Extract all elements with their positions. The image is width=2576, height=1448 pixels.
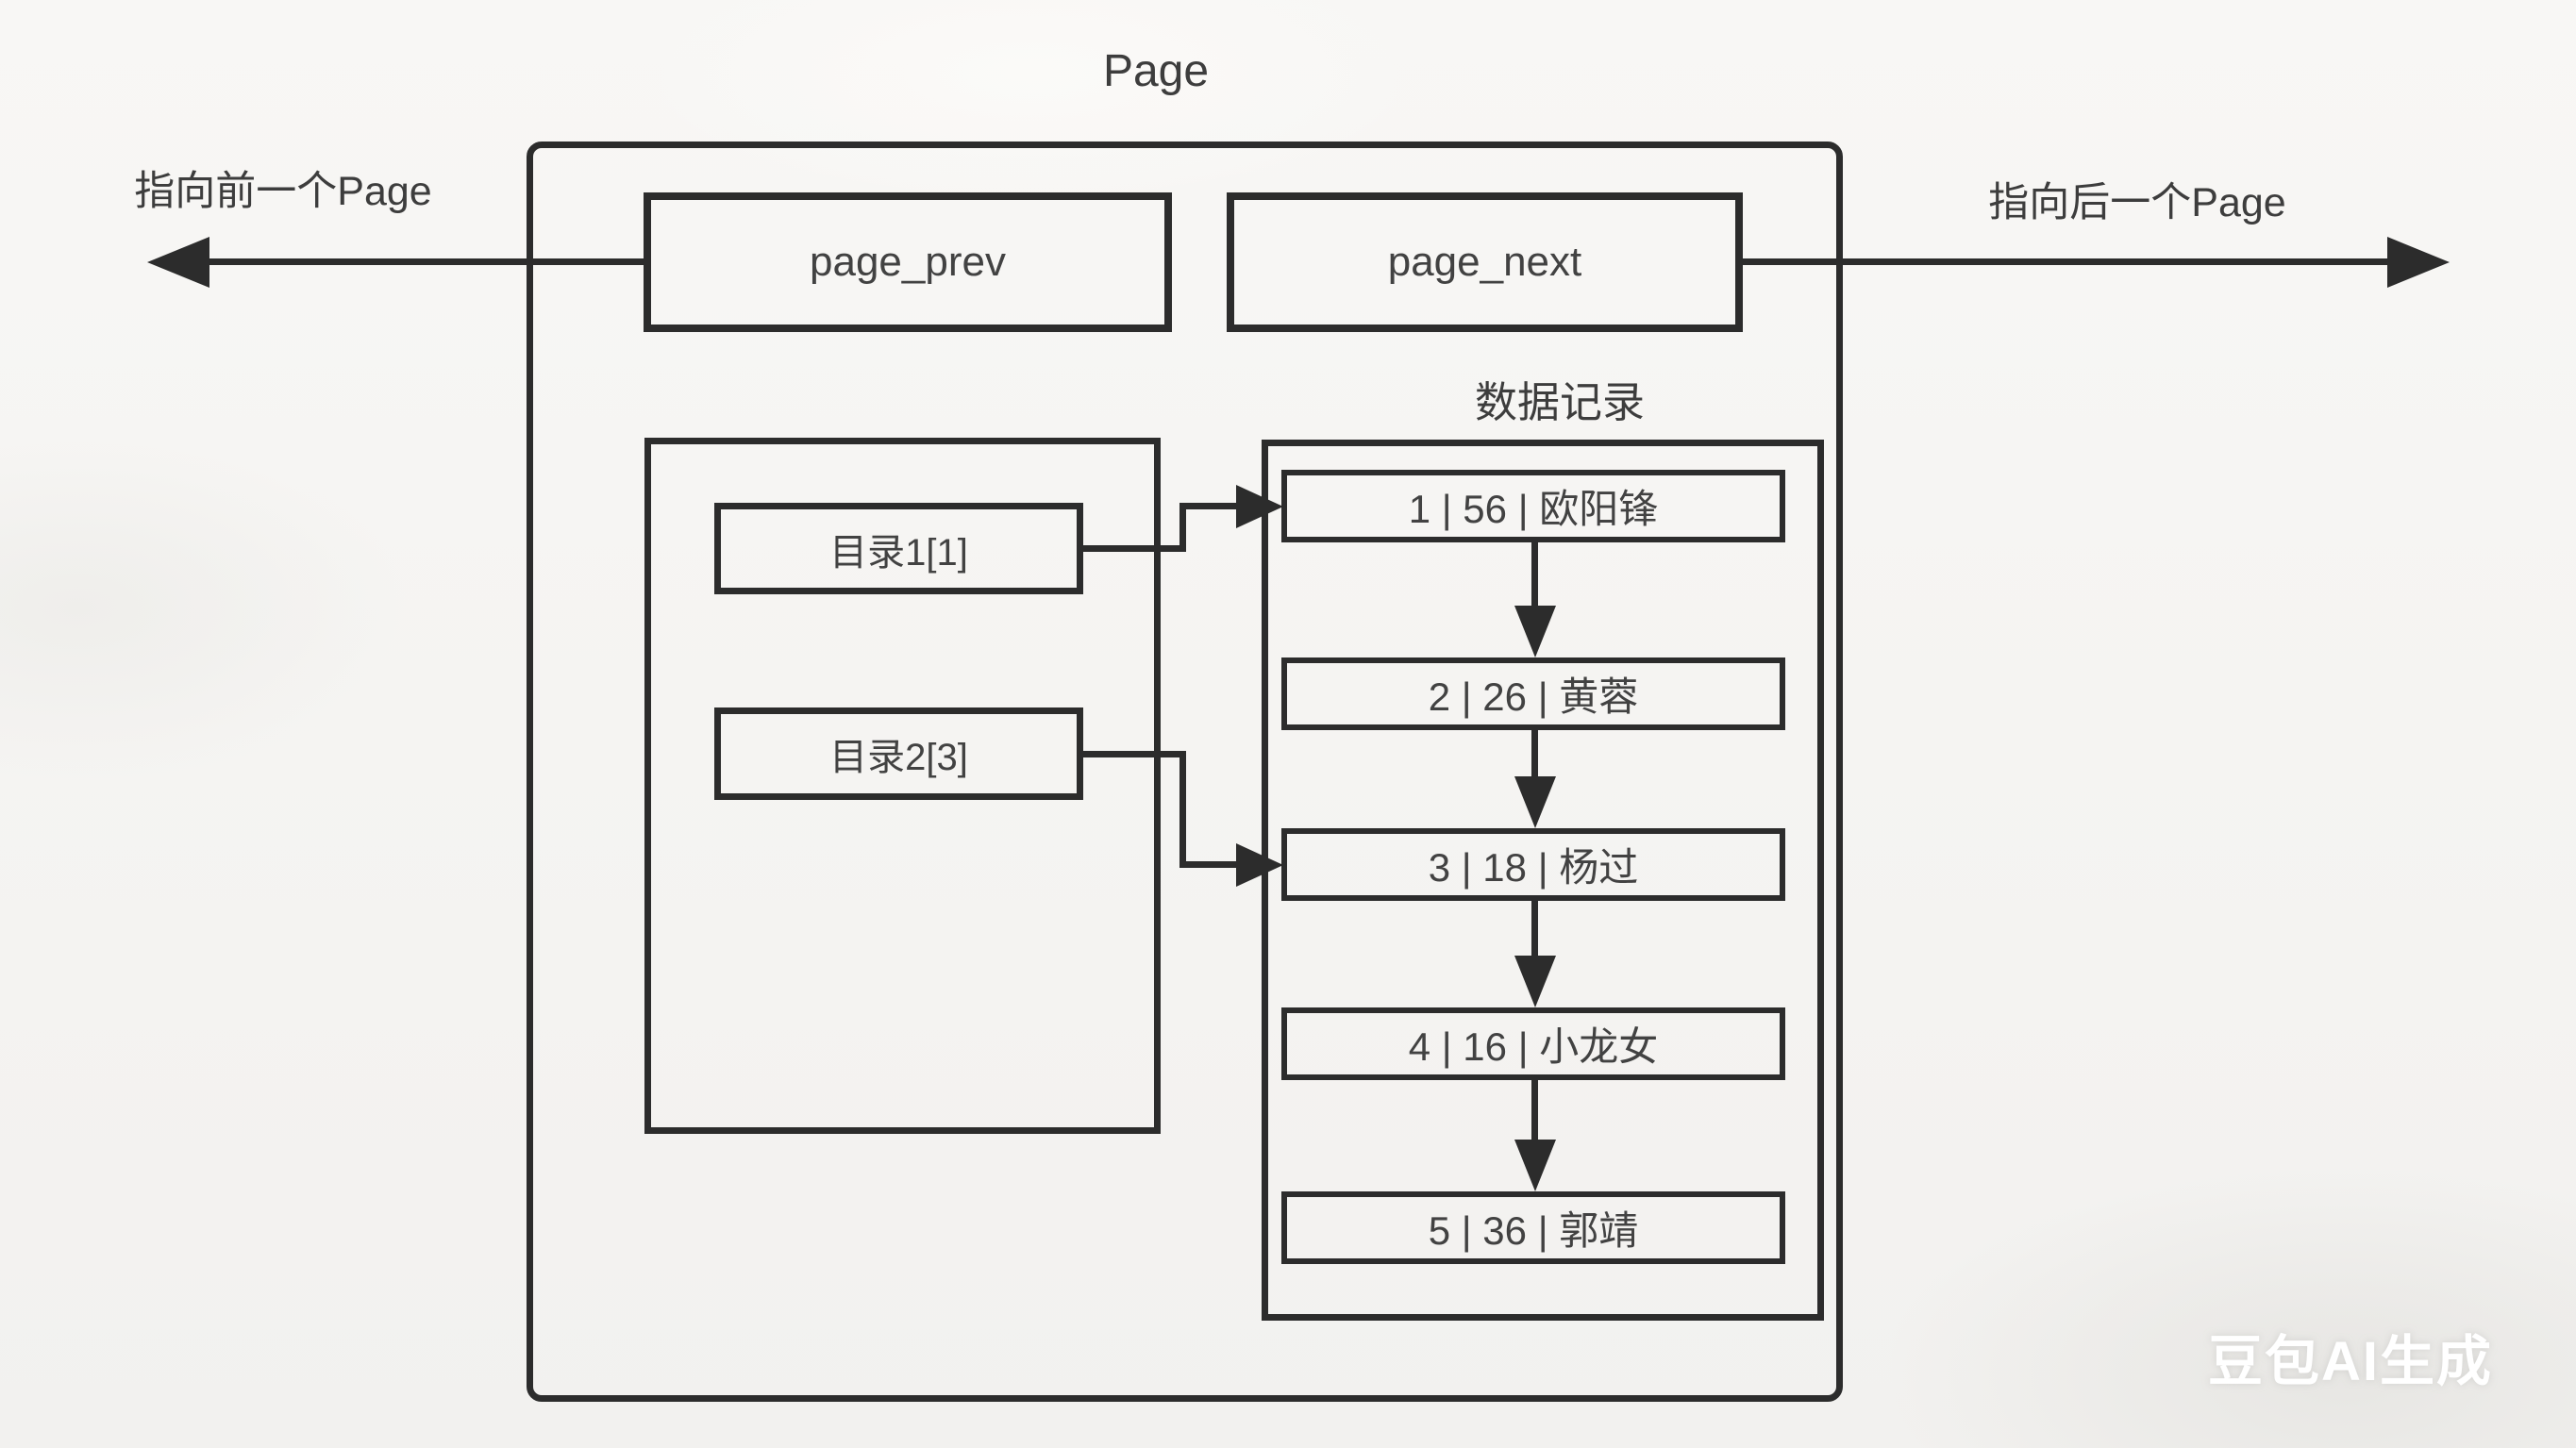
record-row-1: 1 | 56 | 欧阳锋 — [1281, 470, 1785, 542]
connector-dir1-h2 — [1186, 503, 1238, 509]
page-box — [527, 141, 1843, 1402]
record-row-3: 3 | 18 | 杨过 — [1281, 828, 1785, 901]
record-row-2-label: 2 | 26 | 黄蓉 — [1428, 674, 1639, 719]
record-row-5: 5 | 36 | 郭靖 — [1281, 1191, 1785, 1264]
arrow-right-icon — [1236, 485, 1283, 528]
page-prev-box: page_prev — [644, 192, 1172, 332]
record-row-5-label: 5 | 36 | 郭靖 — [1428, 1208, 1639, 1253]
record-link-1-2-line — [1531, 542, 1538, 610]
record-link-4-5-line — [1531, 1080, 1538, 1142]
connector-dir2-v — [1179, 751, 1186, 868]
page-title: Page — [1102, 46, 1210, 96]
connector-dir2-h1 — [1083, 751, 1186, 757]
page-next-box: page_next — [1227, 192, 1743, 332]
page-prev-label: page_prev — [810, 239, 1006, 285]
prev-arrow-label: 指向前一个Page — [134, 169, 432, 214]
arrow-down-icon — [1514, 776, 1556, 828]
arrow-right-icon — [1236, 843, 1283, 887]
connector-dir1-v — [1179, 503, 1186, 552]
next-page-arrow-line — [1743, 258, 2387, 265]
record-row-1-label: 1 | 56 | 欧阳锋 — [1408, 487, 1659, 531]
directory-item-2: 目录2[3] — [714, 707, 1083, 800]
arrow-down-icon — [1514, 606, 1556, 657]
connector-dir1-h1 — [1083, 545, 1186, 552]
record-row-4-label: 4 | 16 | 小龙女 — [1408, 1024, 1659, 1069]
prev-page-arrow-line — [162, 258, 644, 265]
arrow-right-icon — [2387, 237, 2450, 288]
arrow-down-icon — [1514, 1140, 1556, 1191]
directory-item-1-label: 目录1[1] — [829, 531, 968, 574]
records-title: 数据记录 — [1474, 378, 1645, 426]
page-next-label: page_next — [1387, 239, 1582, 285]
arrow-left-icon — [147, 237, 209, 288]
record-row-4: 4 | 16 | 小龙女 — [1281, 1007, 1785, 1080]
connector-dir2-h2 — [1186, 861, 1238, 868]
directory-item-2-label: 目录2[3] — [829, 737, 968, 778]
watermark: 豆包AI生成 — [2208, 1331, 2494, 1392]
record-row-2: 2 | 26 | 黄蓉 — [1281, 657, 1785, 730]
next-arrow-label: 指向后一个Page — [1988, 180, 2286, 225]
directory-panel — [644, 438, 1161, 1134]
record-row-3-label: 3 | 18 | 杨过 — [1428, 845, 1639, 890]
record-link-3-4-line — [1531, 901, 1538, 959]
arrow-down-icon — [1514, 956, 1556, 1007]
directory-item-1: 目录1[1] — [714, 503, 1083, 594]
record-link-2-3-line — [1531, 730, 1538, 779]
